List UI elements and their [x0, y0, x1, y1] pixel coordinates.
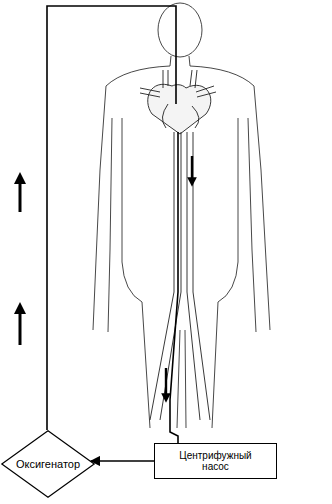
pump-box: Центрифужный насос	[154, 443, 277, 479]
ecmo-tubing	[47, 6, 178, 443]
body-outline	[93, 3, 270, 428]
flow-arrow	[91, 460, 154, 462]
diamond-outline	[2, 431, 94, 497]
oxygenator-diamond: Оксигенатор	[1, 430, 95, 498]
node-label: Центрифужный насос	[178, 450, 254, 473]
flow-arrows	[20, 156, 192, 398]
node-label: Оксигенатор	[16, 458, 80, 471]
